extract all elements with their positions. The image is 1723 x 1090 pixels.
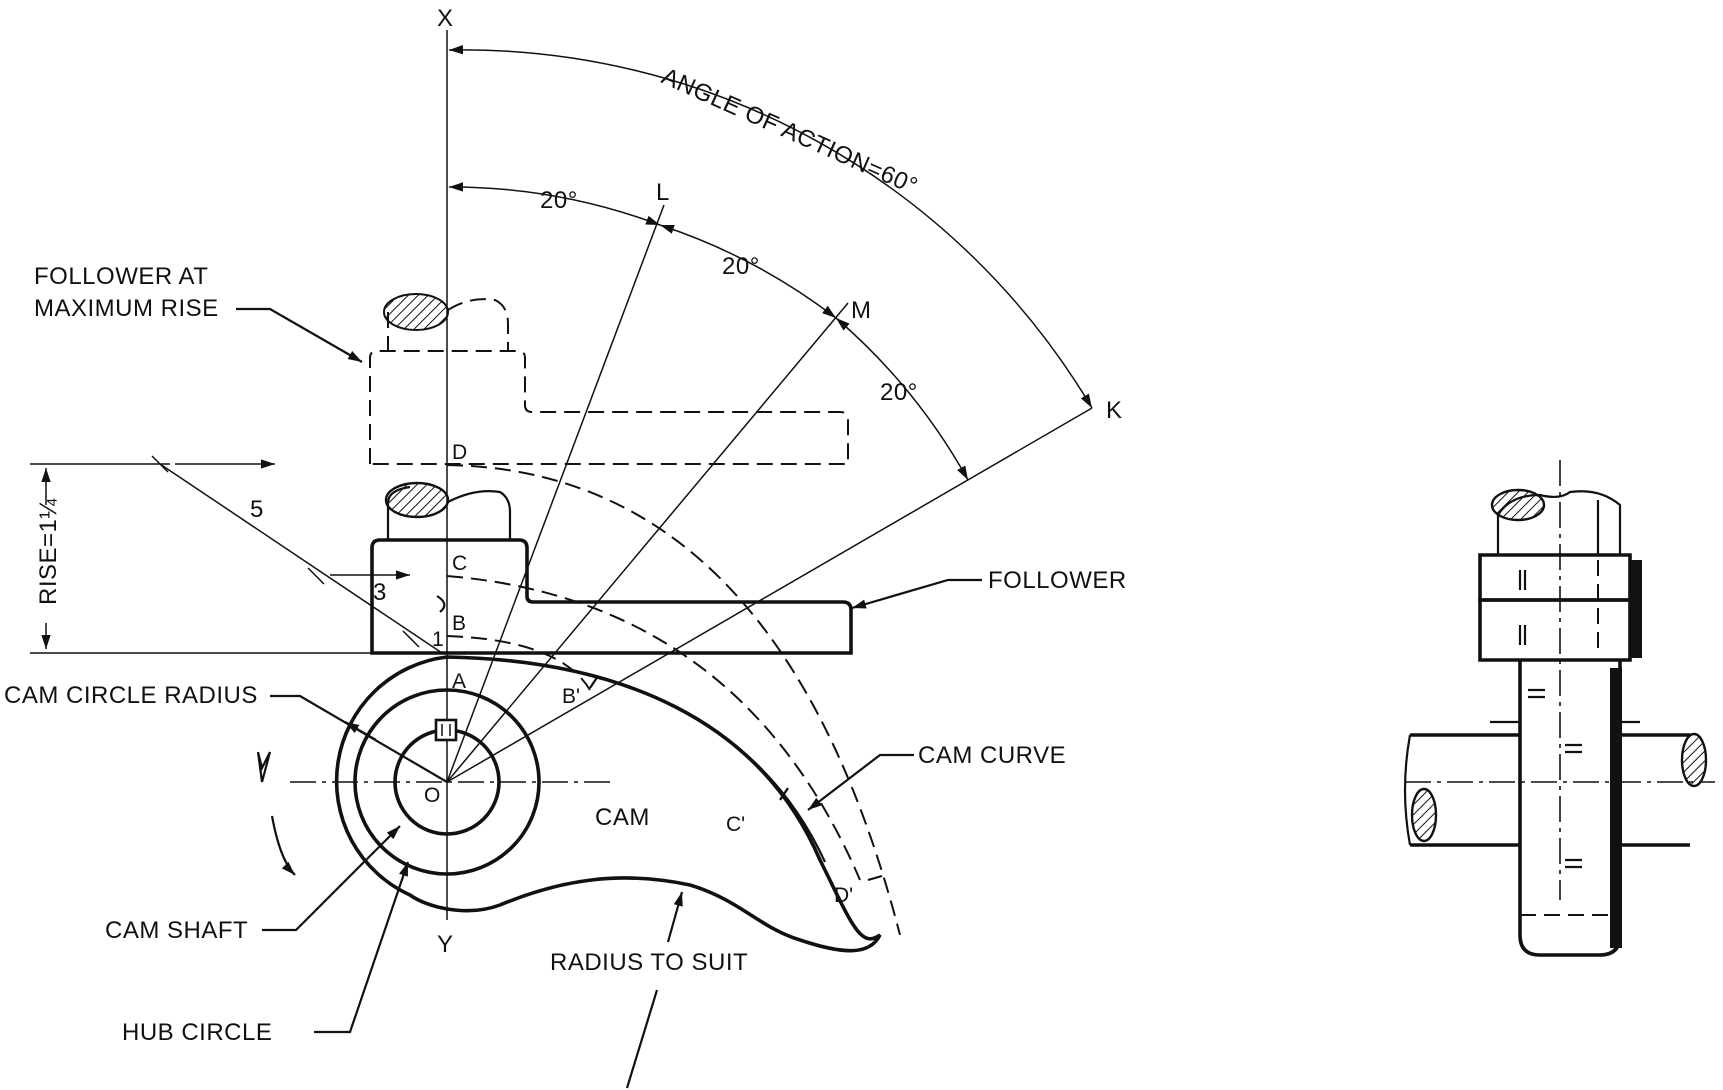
label-radius-to-suit: RADIUS TO SUIT bbox=[550, 949, 748, 976]
label-hub-circle: HUB CIRCLE bbox=[122, 1019, 272, 1046]
label-k: K bbox=[1106, 397, 1123, 424]
label-c-prime: C' bbox=[726, 813, 745, 836]
label-b-prime: B' bbox=[562, 685, 580, 708]
label-l: L bbox=[656, 179, 670, 206]
leader-cam-curve bbox=[807, 753, 914, 811]
construction-arc-d bbox=[446, 464, 901, 936]
hub-circle bbox=[353, 688, 541, 876]
label-a: A bbox=[452, 670, 466, 693]
label-cam-curve: CAM CURVE bbox=[918, 742, 1066, 769]
leader-follower-max-rise bbox=[236, 307, 363, 363]
division-line bbox=[159, 463, 443, 654]
radial-line-l bbox=[446, 204, 665, 783]
main-view: X Y ANGLE OF ACTION=60° L M K 20° 20° 20… bbox=[4, 5, 1127, 1089]
label-20deg-2: 20° bbox=[722, 253, 760, 280]
label-angle-of-action: ANGLE OF ACTION=60° bbox=[658, 63, 922, 200]
radial-line-k bbox=[446, 407, 1093, 783]
label-3: 3 bbox=[373, 579, 387, 606]
leader-follower bbox=[851, 578, 982, 610]
follower-max-rise bbox=[369, 293, 849, 465]
label-x: X bbox=[437, 5, 454, 32]
label-d: D bbox=[452, 441, 467, 464]
cam: CAM bbox=[334, 655, 883, 953]
cam-curve bbox=[446, 655, 826, 863]
label-1: 1 bbox=[432, 628, 444, 651]
construction-arc-b bbox=[446, 635, 591, 691]
label-follower-max-rise-1: FOLLOWER AT bbox=[34, 263, 208, 290]
leader-cam-circle-radius bbox=[270, 694, 448, 783]
radial-line-m bbox=[446, 302, 849, 783]
cam-profile bbox=[334, 655, 882, 953]
construction-arc-c bbox=[446, 575, 861, 881]
label-cam-circle-radius: CAM CIRCLE RADIUS bbox=[4, 682, 258, 709]
label-o: O bbox=[424, 784, 440, 807]
label-m: M bbox=[851, 297, 872, 324]
label-b: B bbox=[452, 612, 466, 635]
follower bbox=[370, 481, 853, 655]
label-20deg-3: 20° bbox=[880, 379, 918, 406]
dim-arc-3 bbox=[835, 317, 969, 481]
dim-arc-2 bbox=[659, 224, 837, 319]
label-cam-shaft: CAM SHAFT bbox=[105, 917, 248, 944]
angle-of-action-arc bbox=[448, 45, 1093, 409]
rotation-arrow bbox=[256, 751, 296, 876]
label-c: C bbox=[452, 552, 467, 575]
key bbox=[434, 718, 458, 742]
label-cam: CAM bbox=[595, 804, 650, 831]
label-5: 5 bbox=[250, 496, 264, 523]
leader-cam-shaft bbox=[262, 825, 401, 932]
label-y: Y bbox=[437, 931, 454, 958]
label-follower-max-rise-2: MAXIMUM RISE bbox=[34, 295, 219, 322]
side-view bbox=[1403, 460, 1715, 957]
leader-radius-to-suit bbox=[625, 989, 659, 1089]
label-follower: FOLLOWER bbox=[988, 567, 1127, 594]
label-rise: RISE=1¼ bbox=[35, 498, 62, 605]
leader-hub-circle bbox=[314, 861, 410, 1034]
label-20deg-1: 20° bbox=[540, 187, 578, 214]
dim-arc-1 bbox=[448, 182, 661, 226]
